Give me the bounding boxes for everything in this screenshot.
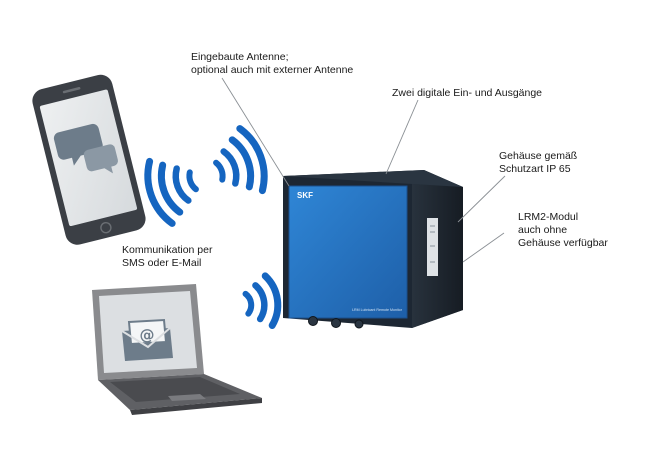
envelope-at-icon: @	[121, 318, 173, 361]
wireless-signal-icon	[144, 125, 268, 227]
label-digital-io: Zwei digitale Ein- und Ausgänge	[392, 87, 543, 99]
device-logo: SKF	[297, 191, 313, 200]
laptop-trackpad	[168, 394, 206, 401]
leader-line-housing	[457, 175, 506, 223]
cable-gland	[308, 316, 318, 326]
device-side-label	[427, 218, 438, 276]
laptop: @	[92, 284, 262, 415]
label-antenna: Eingebaute Antenne; optional auch mit ex…	[191, 51, 354, 76]
cable-gland	[354, 319, 364, 329]
label-communication: Kommunikation per SMS oder E-Mail	[122, 244, 213, 269]
leader-line-module	[462, 232, 505, 263]
device-face	[289, 186, 407, 318]
chat-bubbles-icon	[53, 123, 118, 174]
smartphone	[32, 74, 146, 245]
leader-lines	[221, 77, 506, 263]
svg-text:@: @	[140, 326, 155, 344]
label-module: LRM2-Modul auch ohne Gehäuse verfügbar	[518, 211, 608, 249]
leader-line-digital-io	[385, 99, 419, 175]
leader-line-antenna	[221, 77, 290, 187]
wireless-signal-icon	[242, 272, 282, 329]
laptop-base-edge	[130, 398, 262, 415]
home-button-icon	[100, 221, 112, 234]
laptop-keyboard	[110, 377, 240, 402]
device-top	[283, 170, 463, 187]
lrm-device: SKF LRM Lubricant Remote Monitor	[283, 170, 463, 329]
device-caption: LRM Lubricant Remote Monitor	[352, 308, 403, 312]
speaker-slot	[62, 87, 81, 94]
cable-gland	[331, 318, 341, 328]
label-housing: Gehäuse gemäß Schutzart IP 65	[499, 150, 578, 175]
